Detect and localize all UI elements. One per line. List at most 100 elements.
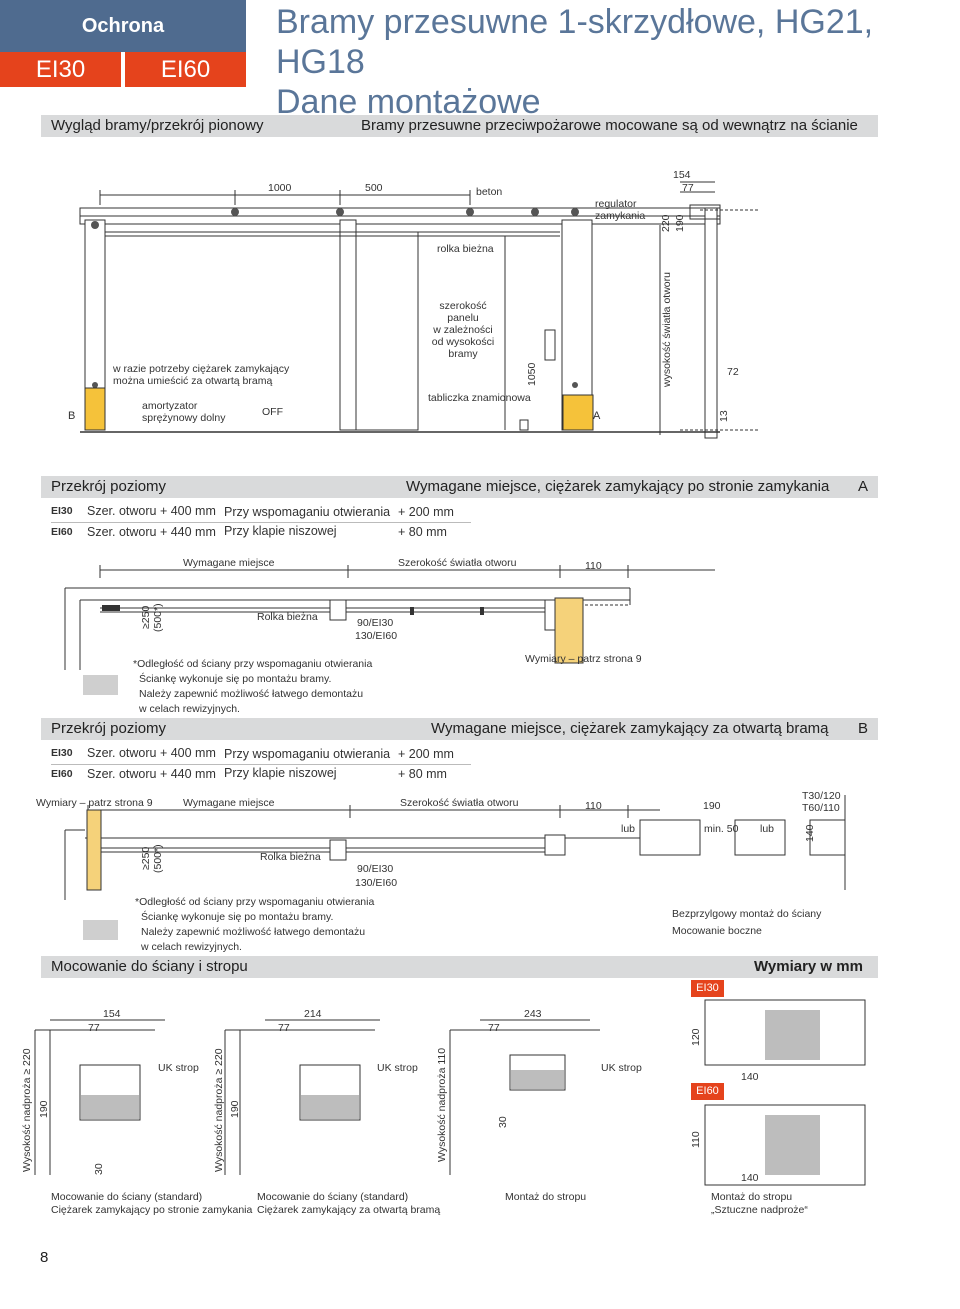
- dim-500: 500: [365, 182, 383, 194]
- d4-caption-2: „Sztuczne nadproże“: [711, 1204, 808, 1216]
- dim-140-b: 140: [804, 824, 816, 842]
- ei60-value: 130/EI60: [355, 630, 398, 642]
- wall-fill-b: [83, 920, 118, 940]
- section-title: Wygląd bramy/przekrój pionowy: [51, 117, 264, 134]
- section-header-c: Mocowanie do ściany i stropu Wymiary w m…: [41, 956, 878, 978]
- d1-caption-2: Ciężarek zamykający po stronie zamykania: [51, 1204, 253, 1216]
- dim-220: 220: [660, 214, 672, 232]
- footnote-star: *: [133, 658, 138, 670]
- footnote-1: Odległość od ściany przy wspomaganiu otw…: [139, 896, 375, 908]
- nameplate-label: tabliczka znamionowa: [428, 392, 531, 404]
- d2-uk-strop: UK strop: [377, 1062, 418, 1074]
- d2-lintel-height: Wysokość nadproża ≥ 220: [213, 1048, 225, 1172]
- panel-note-5: bramy: [448, 348, 478, 360]
- footnote-2: Ściankę wykonuje się po montażu bramy.: [141, 911, 334, 923]
- weight-note-1: w razie potrzeby ciężarek zamykający: [113, 363, 290, 375]
- regulator-label-2: zamykania: [595, 210, 646, 222]
- header-badge-block: Ochrona przeciwpożarowa EI30 EI60: [0, 0, 246, 89]
- footnote-4: w celach rewizyjnych.: [141, 941, 242, 953]
- section-subtitle: Bramy przesuwne przeciwpożarowe mocowane…: [361, 117, 858, 134]
- dim-154: 154: [673, 169, 691, 181]
- d2-dim-214: 214: [304, 1008, 322, 1020]
- dim-72: 72: [727, 366, 739, 378]
- section-b-table: EI30 Szer. otworu + 400 mm Przy wspomaga…: [51, 745, 471, 784]
- d3-dim-30: 30: [497, 1116, 509, 1128]
- dim-500: (500*): [152, 603, 164, 632]
- row-desc: Przy klapie niszowej: [224, 766, 337, 780]
- regulator-label-1: regulator: [595, 198, 637, 210]
- footnote-a: *Odległość od ściany przy wspomaganiu ot…: [133, 657, 372, 717]
- section-c-title: Mocowanie do ściany i stropu: [51, 958, 248, 975]
- t60-label: T60/110: [802, 802, 840, 814]
- table-row: EI30 Szer. otworu + 400 mm Przy wspomaga…: [51, 503, 471, 523]
- counterweight-right: [562, 394, 594, 431]
- row-tag: EI60: [51, 526, 73, 538]
- flush-mount-label: Bezprzylgowy montaż do ściany: [672, 908, 822, 920]
- d2-dim-77: 77: [278, 1022, 290, 1034]
- dim-250: ≥250: [140, 605, 152, 629]
- counterweight-b: [86, 809, 102, 891]
- weight-note: w razie potrzeby ciężarek zamykający moż…: [113, 363, 289, 387]
- dim-1050: 1050: [526, 362, 538, 386]
- rolka-label: rolka bieżna: [437, 243, 494, 255]
- row-width: Szer. otworu + 440 mm: [87, 767, 216, 781]
- title-line-1: Bramy przesuwne 1-skrzydłowe, HG21, HG18: [276, 3, 874, 81]
- row-add: + 200 mm: [398, 505, 454, 519]
- opening-width-label-b: Szerokość światła otworu: [400, 797, 519, 809]
- section-a-table: EI30 Szer. otworu + 400 mm Przy wspomaga…: [51, 503, 471, 542]
- footnote-4: w celach rewizyjnych.: [139, 703, 240, 715]
- row-width: Szer. otworu + 440 mm: [87, 525, 216, 539]
- dim-1000: 1000: [268, 182, 292, 194]
- mounting-details-drawing: [34, 999, 866, 1186]
- d1-dim-77: 77: [88, 1022, 100, 1034]
- footnote-3: Należy zapewnić możliwość łatwego demont…: [139, 688, 364, 700]
- row-add: + 200 mm: [398, 747, 454, 761]
- ei60-tab: EI60: [125, 52, 246, 87]
- row-width: Szer. otworu + 400 mm: [87, 504, 216, 518]
- section-b-title: Przekrój poziomy: [51, 720, 167, 737]
- roller-label: Rolka bieżna: [257, 611, 318, 623]
- d1-lintel-height: Wysokość nadproża ≥ 220: [21, 1048, 33, 1172]
- counterweight-a: [554, 597, 584, 664]
- d1-dim-30: 30: [93, 1163, 105, 1175]
- roller-label-b: Rolka bieżna: [260, 851, 321, 863]
- ei60-detail-tag: EI60: [691, 1083, 724, 1100]
- required-space-label-b: Wymagane miejsce: [183, 797, 275, 809]
- section-a-title: Przekrój poziomy: [51, 478, 167, 495]
- beton-label: beton: [476, 186, 503, 198]
- off-label: OFF: [262, 406, 283, 418]
- d4-dim-140-b: 140: [741, 1172, 759, 1184]
- dim-77: 77: [682, 182, 694, 194]
- row-tag: EI60: [51, 768, 73, 780]
- d3-dim-243: 243: [524, 1008, 542, 1020]
- table-row: EI60 Szer. otworu + 440 mm Przy klapie n…: [51, 523, 471, 542]
- section-a-drawing: [64, 565, 715, 695]
- ei30-value: 90/EI30: [357, 617, 394, 629]
- t30-label: T30/120: [802, 790, 841, 802]
- side-mount-label: Mocowanie boczne: [672, 925, 762, 937]
- section-b-subtitle: Wymagane miejsce, ciężarek zamykający za…: [431, 720, 829, 737]
- row-desc: Przy wspomaganiu otwierania: [224, 747, 391, 761]
- page-title: Bramy przesuwne 1-skrzydłowe, HG21, HG18…: [276, 2, 960, 122]
- dim-13: 13: [718, 410, 730, 422]
- elevation-drawing: [79, 181, 760, 439]
- d4-dim-120: 120: [690, 1028, 702, 1046]
- section-header-elevation: Wygląd bramy/przekrój pionowy Bramy prze…: [41, 115, 878, 137]
- category-label: Ochrona przeciwpożarowa: [0, 0, 246, 89]
- or-label-2: lub: [760, 823, 775, 835]
- panel-note-4: od wysokości: [431, 336, 495, 348]
- opening-width-label: Szerokość światła otworu: [398, 557, 517, 569]
- title-line-2: Dane montażowe: [276, 83, 541, 121]
- footnote-b: *Odległość od ściany przy wspomaganiu ot…: [135, 895, 374, 955]
- row-add: + 80 mm: [398, 767, 447, 781]
- ei60-value-b: 130/EI60: [355, 877, 398, 889]
- d2-caption-2: Ciężarek zamykający za otwartą bramą: [257, 1204, 441, 1216]
- dim-110-b: 110: [585, 800, 602, 812]
- dimensions-ref: Wymiary – patrz strona 9: [525, 653, 642, 665]
- d1-dim-190: 190: [38, 1100, 50, 1118]
- d3-lintel-height: Wysokość nadproża 110: [436, 1047, 448, 1162]
- ei30-value-b: 90/EI30: [357, 863, 394, 875]
- d4-dim-140-a: 140: [741, 1071, 759, 1083]
- counterweight-left: [84, 387, 106, 431]
- panel-note-2: panelu: [447, 312, 479, 324]
